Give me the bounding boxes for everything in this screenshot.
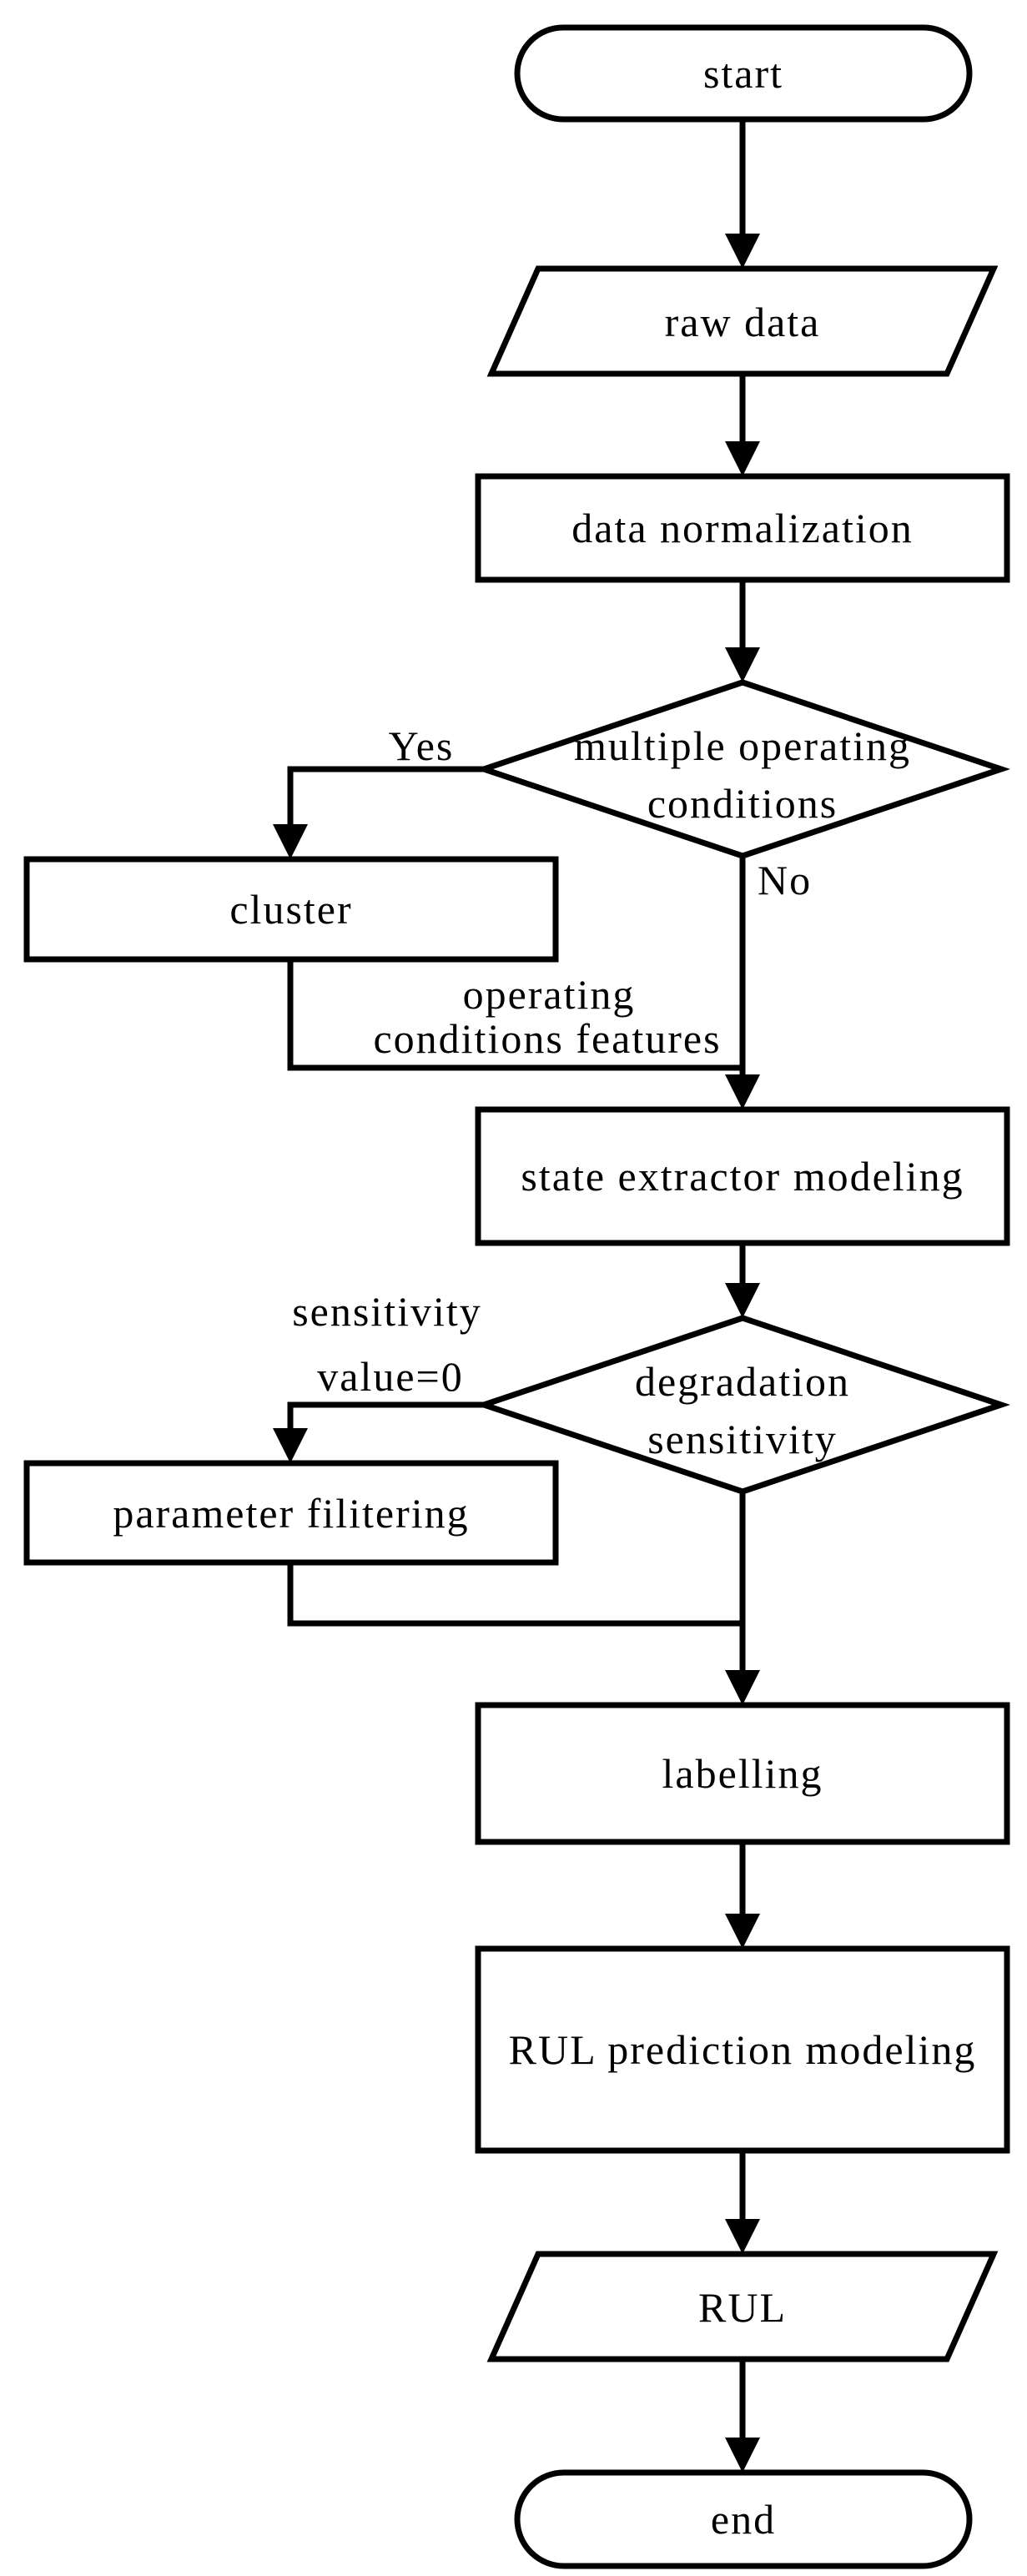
edge-label-value-0: value=0 <box>317 1353 463 1400</box>
start-node-shape <box>514 24 973 123</box>
arrowhead <box>725 441 760 476</box>
edge-line <box>287 1562 743 1627</box>
node-data-normalization: data normalization <box>475 473 1010 583</box>
rul-node-shape <box>486 2251 999 2362</box>
edge-labelling-to-rul-prediction <box>725 1842 760 1949</box>
arrowhead <box>725 1914 760 1949</box>
edge-label-sensitivity: sensitivity <box>292 1288 482 1335</box>
raw-data-node-shape <box>486 265 999 377</box>
start-node-label: start <box>703 50 783 97</box>
arrowhead <box>725 234 760 269</box>
node-start: start <box>514 24 973 123</box>
rul-prediction-node-label: RUL prediction modeling <box>509 2026 977 2073</box>
node-decision-multiple-operating-conditions: multiple operating conditions <box>474 679 1011 859</box>
cluster-node-shape <box>23 856 559 963</box>
decision2-node-shape <box>474 1315 1011 1495</box>
arrowhead <box>725 1283 760 1318</box>
edge-line <box>287 959 743 1071</box>
edge-cluster-to-state-extractor <box>287 959 760 1109</box>
labelling-node-shape <box>475 1702 1010 1845</box>
decision1-node-shape <box>474 679 1011 859</box>
edge-decision2-to-parameter-filitering <box>273 1401 484 1463</box>
node-labelling: labelling <box>475 1702 1010 1845</box>
edge-decision1-yes-to-cluster <box>273 766 484 859</box>
rul-node-label: RUL <box>698 2284 787 2331</box>
end-node-shape <box>514 2469 973 2569</box>
state-extractor-node-shape <box>475 1106 1010 1246</box>
edge-raw-data-to-data-normalization <box>725 374 760 476</box>
labelling-node-label: labelling <box>662 1750 823 1797</box>
edge-state-extractor-to-decision2 <box>725 1243 760 1318</box>
decision2-label-line2: sensitivity <box>647 1416 838 1462</box>
node-end: end <box>514 2469 973 2569</box>
parameter-filitering-node-shape <box>23 1460 559 1566</box>
arrowhead <box>725 1074 760 1109</box>
node-cluster: cluster <box>23 856 559 963</box>
state-extractor-node-label: state extractor modeling <box>521 1153 964 1200</box>
raw-data-node-label: raw data <box>665 299 821 345</box>
arrowhead <box>273 824 308 859</box>
decision1-label-line1: multiple operating <box>574 722 911 769</box>
edge-decision2-down-to-labelling <box>725 1492 760 1705</box>
node-parameter-filitering: parameter filitering <box>23 1460 559 1566</box>
arrowhead <box>725 2438 760 2473</box>
edge-line <box>287 766 484 826</box>
arrowhead <box>725 2219 760 2254</box>
edge-label-operating: operating <box>463 971 636 1018</box>
edge-line <box>287 1401 484 1430</box>
node-raw-data: raw data <box>486 265 999 377</box>
edge-data-normalization-to-decision1 <box>725 580 760 682</box>
arrowhead <box>725 1670 760 1705</box>
edge-rul-to-end <box>725 2359 760 2473</box>
edge-label-conditions-features: conditions features <box>373 1015 721 1062</box>
edge-parameter-filitering-to-labelling <box>287 1562 743 1627</box>
end-node-label: end <box>711 2496 776 2543</box>
arrowhead <box>725 647 760 682</box>
edge-label-yes: Yes <box>389 722 455 769</box>
node-decision-degradation-sensitivity: degradation sensitivity <box>474 1315 1011 1495</box>
edge-label-no: No <box>758 857 812 903</box>
node-state-extractor-modeling: state extractor modeling <box>475 1106 1010 1246</box>
decision2-label-line1: degradation <box>635 1358 850 1405</box>
decision1-label-line2: conditions <box>647 780 838 827</box>
node-rul-prediction-modeling: RUL prediction modeling <box>475 1945 1010 2154</box>
parameter-filitering-node-label: parameter filitering <box>113 1490 469 1537</box>
cluster-node-label: cluster <box>229 886 352 933</box>
node-rul: RUL <box>486 2251 999 2362</box>
data-normalization-node-label: data normalization <box>571 505 913 551</box>
data-normalization-node-shape <box>475 473 1010 583</box>
edge-rul-prediction-to-rul <box>725 2151 760 2254</box>
arrowhead <box>273 1428 308 1463</box>
edge-start-to-raw-data <box>725 119 760 269</box>
rul-prediction-node-shape <box>475 1945 1010 2154</box>
